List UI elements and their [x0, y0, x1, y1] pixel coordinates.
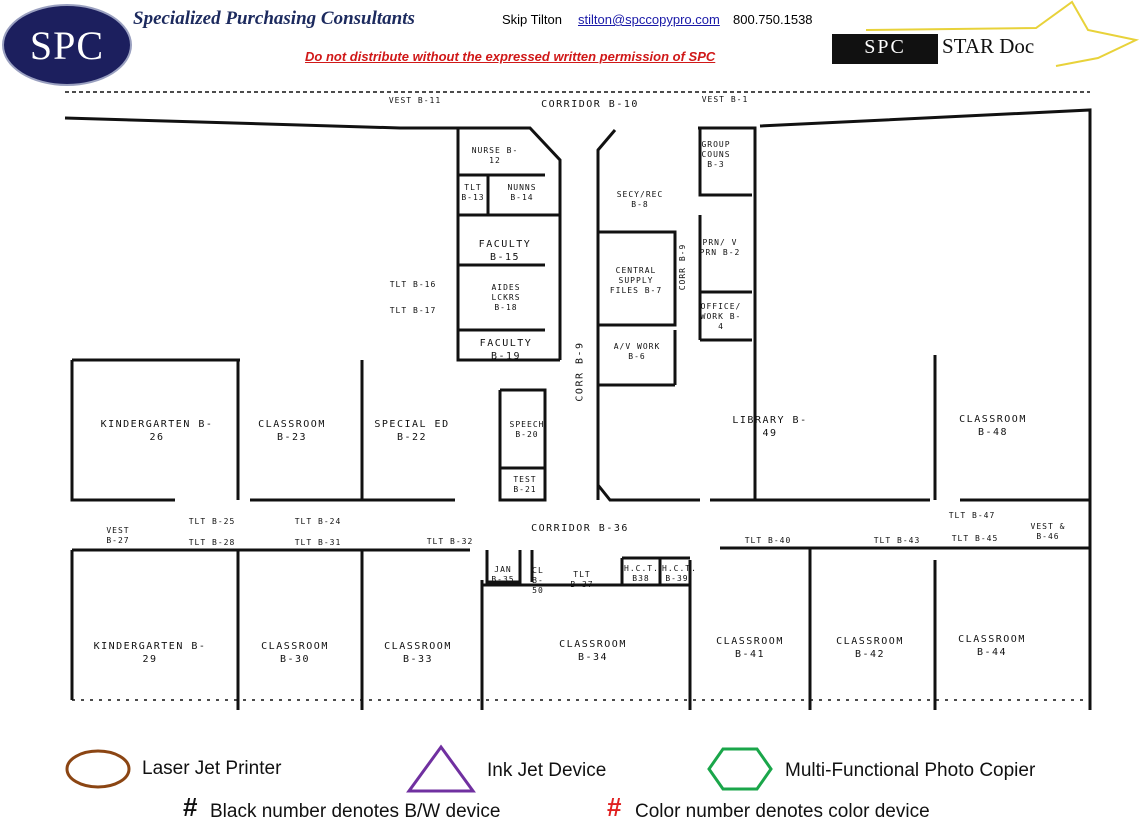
room-tlt-b32: TLT B-32	[426, 537, 474, 546]
room-speech-b20: SPEECH B-20	[509, 420, 545, 439]
room-corr-b9: CORR B-9	[574, 341, 586, 402]
color-hash-symbol: #	[607, 792, 622, 822]
room-jan-b35: JAN B-35	[491, 565, 515, 584]
contact-phone: 800.750.1538	[733, 12, 813, 27]
room-vest-b1: VEST B-1	[701, 95, 749, 104]
room-library-b49: LIBRARY B-49	[732, 415, 808, 439]
spc-logo: SPC	[2, 4, 132, 86]
room-tlt-b40: TLT B-40	[744, 536, 792, 545]
company-name: Specialized Purchasing Consultants	[133, 8, 415, 29]
room-aides-lckrs-b18: AIDES LCKRS B-18	[491, 283, 521, 312]
room-office-work-b4: OFFICE/ WORK B-4	[700, 302, 742, 331]
room-tlt-b13: TLT B-13	[461, 183, 485, 202]
room-nurse-b12: NURSE B-12	[471, 146, 519, 165]
room-tlt-b25: TLT B-25	[188, 517, 236, 526]
distribution-warning: Do not distribute without the expressed …	[305, 49, 716, 64]
room-vest-b11: VEST B-11	[388, 96, 442, 105]
room-tlt-b43: TLT B-43	[873, 536, 921, 545]
room-test-b21: TEST B-21	[513, 475, 537, 494]
room-tlt-b45: TLT B-45	[951, 534, 999, 543]
legend-laser-jet-printer: Laser Jet Printer	[142, 758, 282, 779]
room-kindergarten-b26: KINDERGARTEN B-26	[100, 419, 214, 443]
stardoc-logo: SPC	[832, 34, 938, 64]
room-group-couns-b3: GROUP COUNS B-3	[701, 140, 731, 169]
room-tlt-b16: TLT B-16	[389, 280, 437, 289]
room-av-work-b6: A/V WORK B-6	[613, 342, 661, 361]
stardoc-title: STAR Doc	[942, 34, 1035, 58]
room-vest-b46: VEST & B-46	[1030, 522, 1066, 541]
laser-printer-ellipse-icon	[65, 749, 131, 789]
room-classroom-b48: CLASSROOM B-48	[959, 414, 1027, 438]
room-classroom-b34: CLASSROOM B-34	[559, 639, 627, 663]
room-tlt-b28: TLT B-28	[188, 538, 236, 547]
room-tlt-b47: TLT B-47	[948, 511, 996, 520]
legend-bw-note: Black number denotes B/W device	[210, 801, 501, 822]
room-tlt-b31: TLT B-31	[294, 538, 342, 547]
room-classroom-b33: CLASSROOM B-33	[384, 641, 452, 665]
inkjet-triangle-icon	[406, 744, 476, 793]
room-tlt-b37: TLT B-37	[570, 570, 594, 589]
room-secy-rec-b8: SECY/REC B-8	[616, 190, 664, 209]
contact-name: Skip Tilton	[502, 12, 562, 27]
legend-ink-jet-device: Ink Jet Device	[487, 760, 607, 781]
room-b14: NUNNS B-14	[507, 183, 537, 202]
floor-plan-walls	[64, 91, 1092, 710]
room-cl-b50: CL B-50	[532, 566, 544, 595]
logo-text: SPC	[29, 22, 105, 68]
room-tlt-b17: TLT B-17	[389, 306, 437, 315]
room-corridor-b10: CORRIDOR B-10	[541, 99, 639, 110]
room-central-supply-b7: CENTRAL SUPPLY FILES B-7	[609, 266, 663, 295]
star-outline-icon	[865, 0, 1140, 67]
contact-email-link[interactable]: stilton@spccopypro.com	[578, 12, 720, 27]
room-faculty-b15: FACULTY B-15	[478, 239, 532, 263]
room-special-ed-b22: SPECIAL ED B-22	[374, 419, 450, 443]
legend-multifunctional-copier: Multi-Functional Photo Copier	[785, 760, 1036, 781]
room-vest-b27: VEST B-27	[106, 526, 130, 545]
room-classroom-b44: CLASSROOM B-44	[958, 634, 1026, 658]
room-classroom-b23: CLASSROOM B-23	[258, 419, 326, 443]
room-hct-b39: H.C.T. B-39	[662, 564, 697, 583]
legend-color-note: Color number denotes color device	[635, 801, 930, 822]
black-hash-symbol: #	[183, 792, 198, 822]
copier-hexagon-icon	[707, 747, 773, 791]
room-tlt-b24: TLT B-24	[294, 517, 342, 526]
room-classroom-b42: CLASSROOM B-42	[836, 636, 904, 660]
room-corridor-b36: CORRIDOR B-36	[531, 523, 629, 534]
room-kindergarten-b29: KINDERGARTEN B-29	[93, 641, 207, 665]
room-corr-b9-label-small: CORR B-9	[678, 243, 687, 291]
room-classroom-b41: CLASSROOM B-41	[716, 636, 784, 660]
room-hct-b38: H.C.T. B38	[624, 564, 659, 583]
room-classroom-b30: CLASSROOM B-30	[261, 641, 329, 665]
room-prn-b2: PRN/ V PRN B-2	[699, 238, 741, 257]
room-faculty-b19: FACULTY B-19	[479, 338, 533, 362]
